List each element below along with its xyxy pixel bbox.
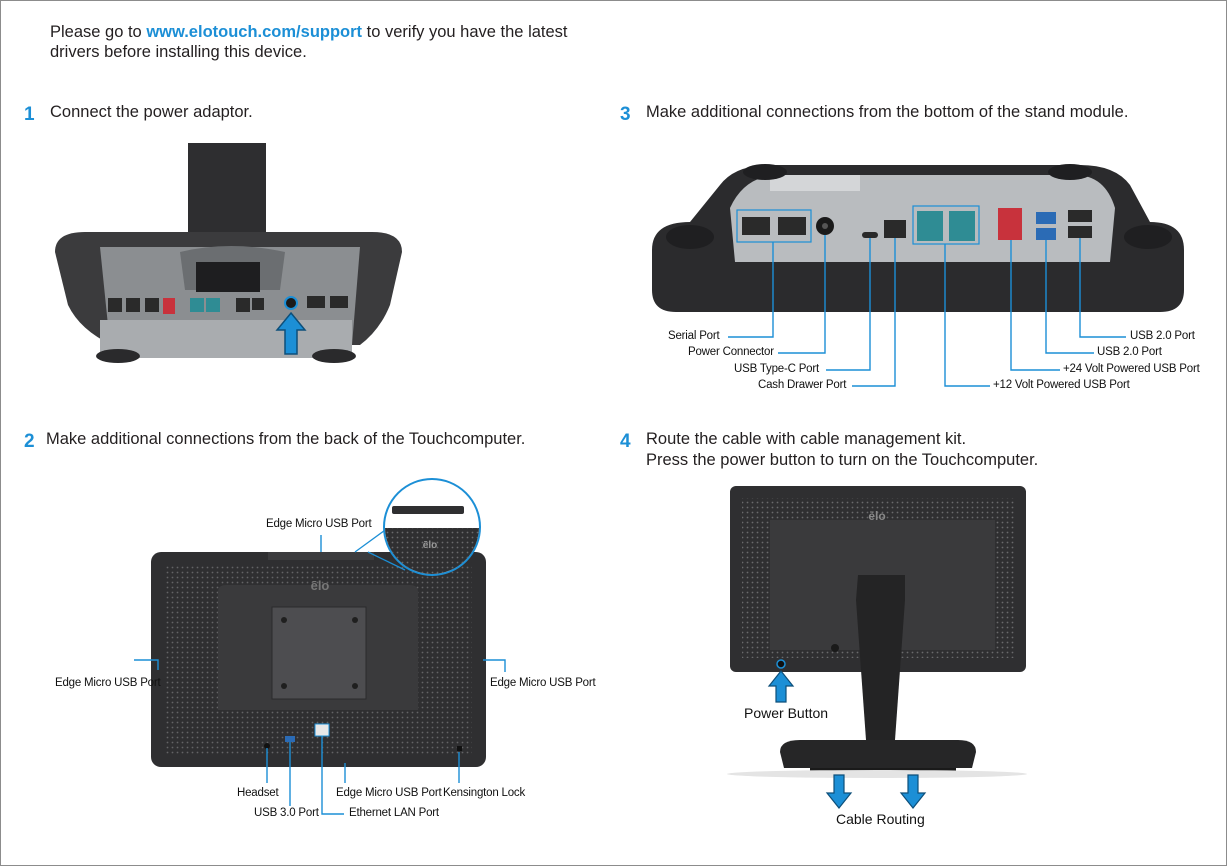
label-kensington-lock: Kensington Lock [443, 787, 526, 799]
step-2-number: 2 [24, 431, 35, 452]
step4-elo-logo: ēlo [868, 509, 885, 523]
step-4-line2: Press the power button to turn on the To… [646, 451, 1039, 469]
step3-leader-lines [728, 235, 1126, 387]
step3-stand-illustration [652, 164, 1184, 387]
label-usb-type-c-port: USB Type-C Port [734, 363, 819, 375]
step-2-text: Make additional connections from the bac… [46, 430, 526, 448]
step-3-text: Make additional connections from the bot… [646, 103, 1129, 121]
label-headset: Headset [237, 787, 279, 799]
label-ethernet-lan-port: Ethernet LAN Port [349, 807, 439, 819]
label-edge-micro-usb-right: Edge Micro USB Port [490, 677, 596, 689]
step-1-text: Connect the power adaptor. [50, 103, 253, 121]
step1-up-arrow [275, 311, 307, 355]
support-link[interactable]: www.elotouch.com/support [146, 23, 363, 41]
label-cable-routing: Cable Routing [836, 811, 925, 827]
label-usb30-port: USB 3.0 Port [254, 807, 319, 819]
label-usb20-port-top: USB 2.0 Port [1130, 330, 1195, 342]
intro-line2: drivers before installing this device. [50, 43, 307, 61]
step2-elo-logo: ēlo [311, 578, 330, 593]
label-usb20-port: USB 2.0 Port [1097, 346, 1162, 358]
intro-text: Please go to www.elotouch.com/support to… [50, 22, 650, 62]
intro-prefix: Please go to [50, 23, 147, 41]
label-serial-port: Serial Port [668, 330, 720, 342]
label-24v-powered-usb-port: +24 Volt Powered USB Port [1063, 363, 1200, 375]
label-edge-micro-usb-left: Edge Micro USB Port [55, 677, 161, 689]
step2-touchcomputer-back: ēlo ēlo [134, 478, 506, 815]
label-cash-drawer-port: Cash Drawer Port [758, 379, 847, 391]
cable-routing-arrow-right [899, 774, 927, 809]
step1-stand-illustration [55, 143, 402, 363]
cable-routing-arrow-left [825, 774, 853, 809]
label-edge-micro-usb-bottom: Edge Micro USB Port [336, 787, 442, 799]
label-12v-powered-usb-port: +12 Volt Powered USB Port [993, 379, 1130, 391]
power-button-arrow [767, 670, 795, 703]
step1-ports [108, 296, 348, 314]
step-4-text: Route the cable with cable management ki… [646, 429, 1038, 471]
svg-text:ēlo: ēlo [423, 540, 437, 551]
step-1-number: 1 [24, 104, 35, 125]
step4-touchcomputer-stand: ēlo [727, 486, 1027, 809]
step-4-line1: Route the cable with cable management ki… [646, 430, 967, 448]
label-power-connector: Power Connector [688, 346, 774, 358]
label-power-button: Power Button [744, 705, 829, 721]
label-edge-micro-usb-top: Edge Micro USB Port [266, 518, 372, 530]
step-4-number: 4 [620, 431, 631, 452]
step-3-number: 3 [620, 104, 631, 125]
intro-suffix: to verify you have the latest [362, 23, 568, 41]
